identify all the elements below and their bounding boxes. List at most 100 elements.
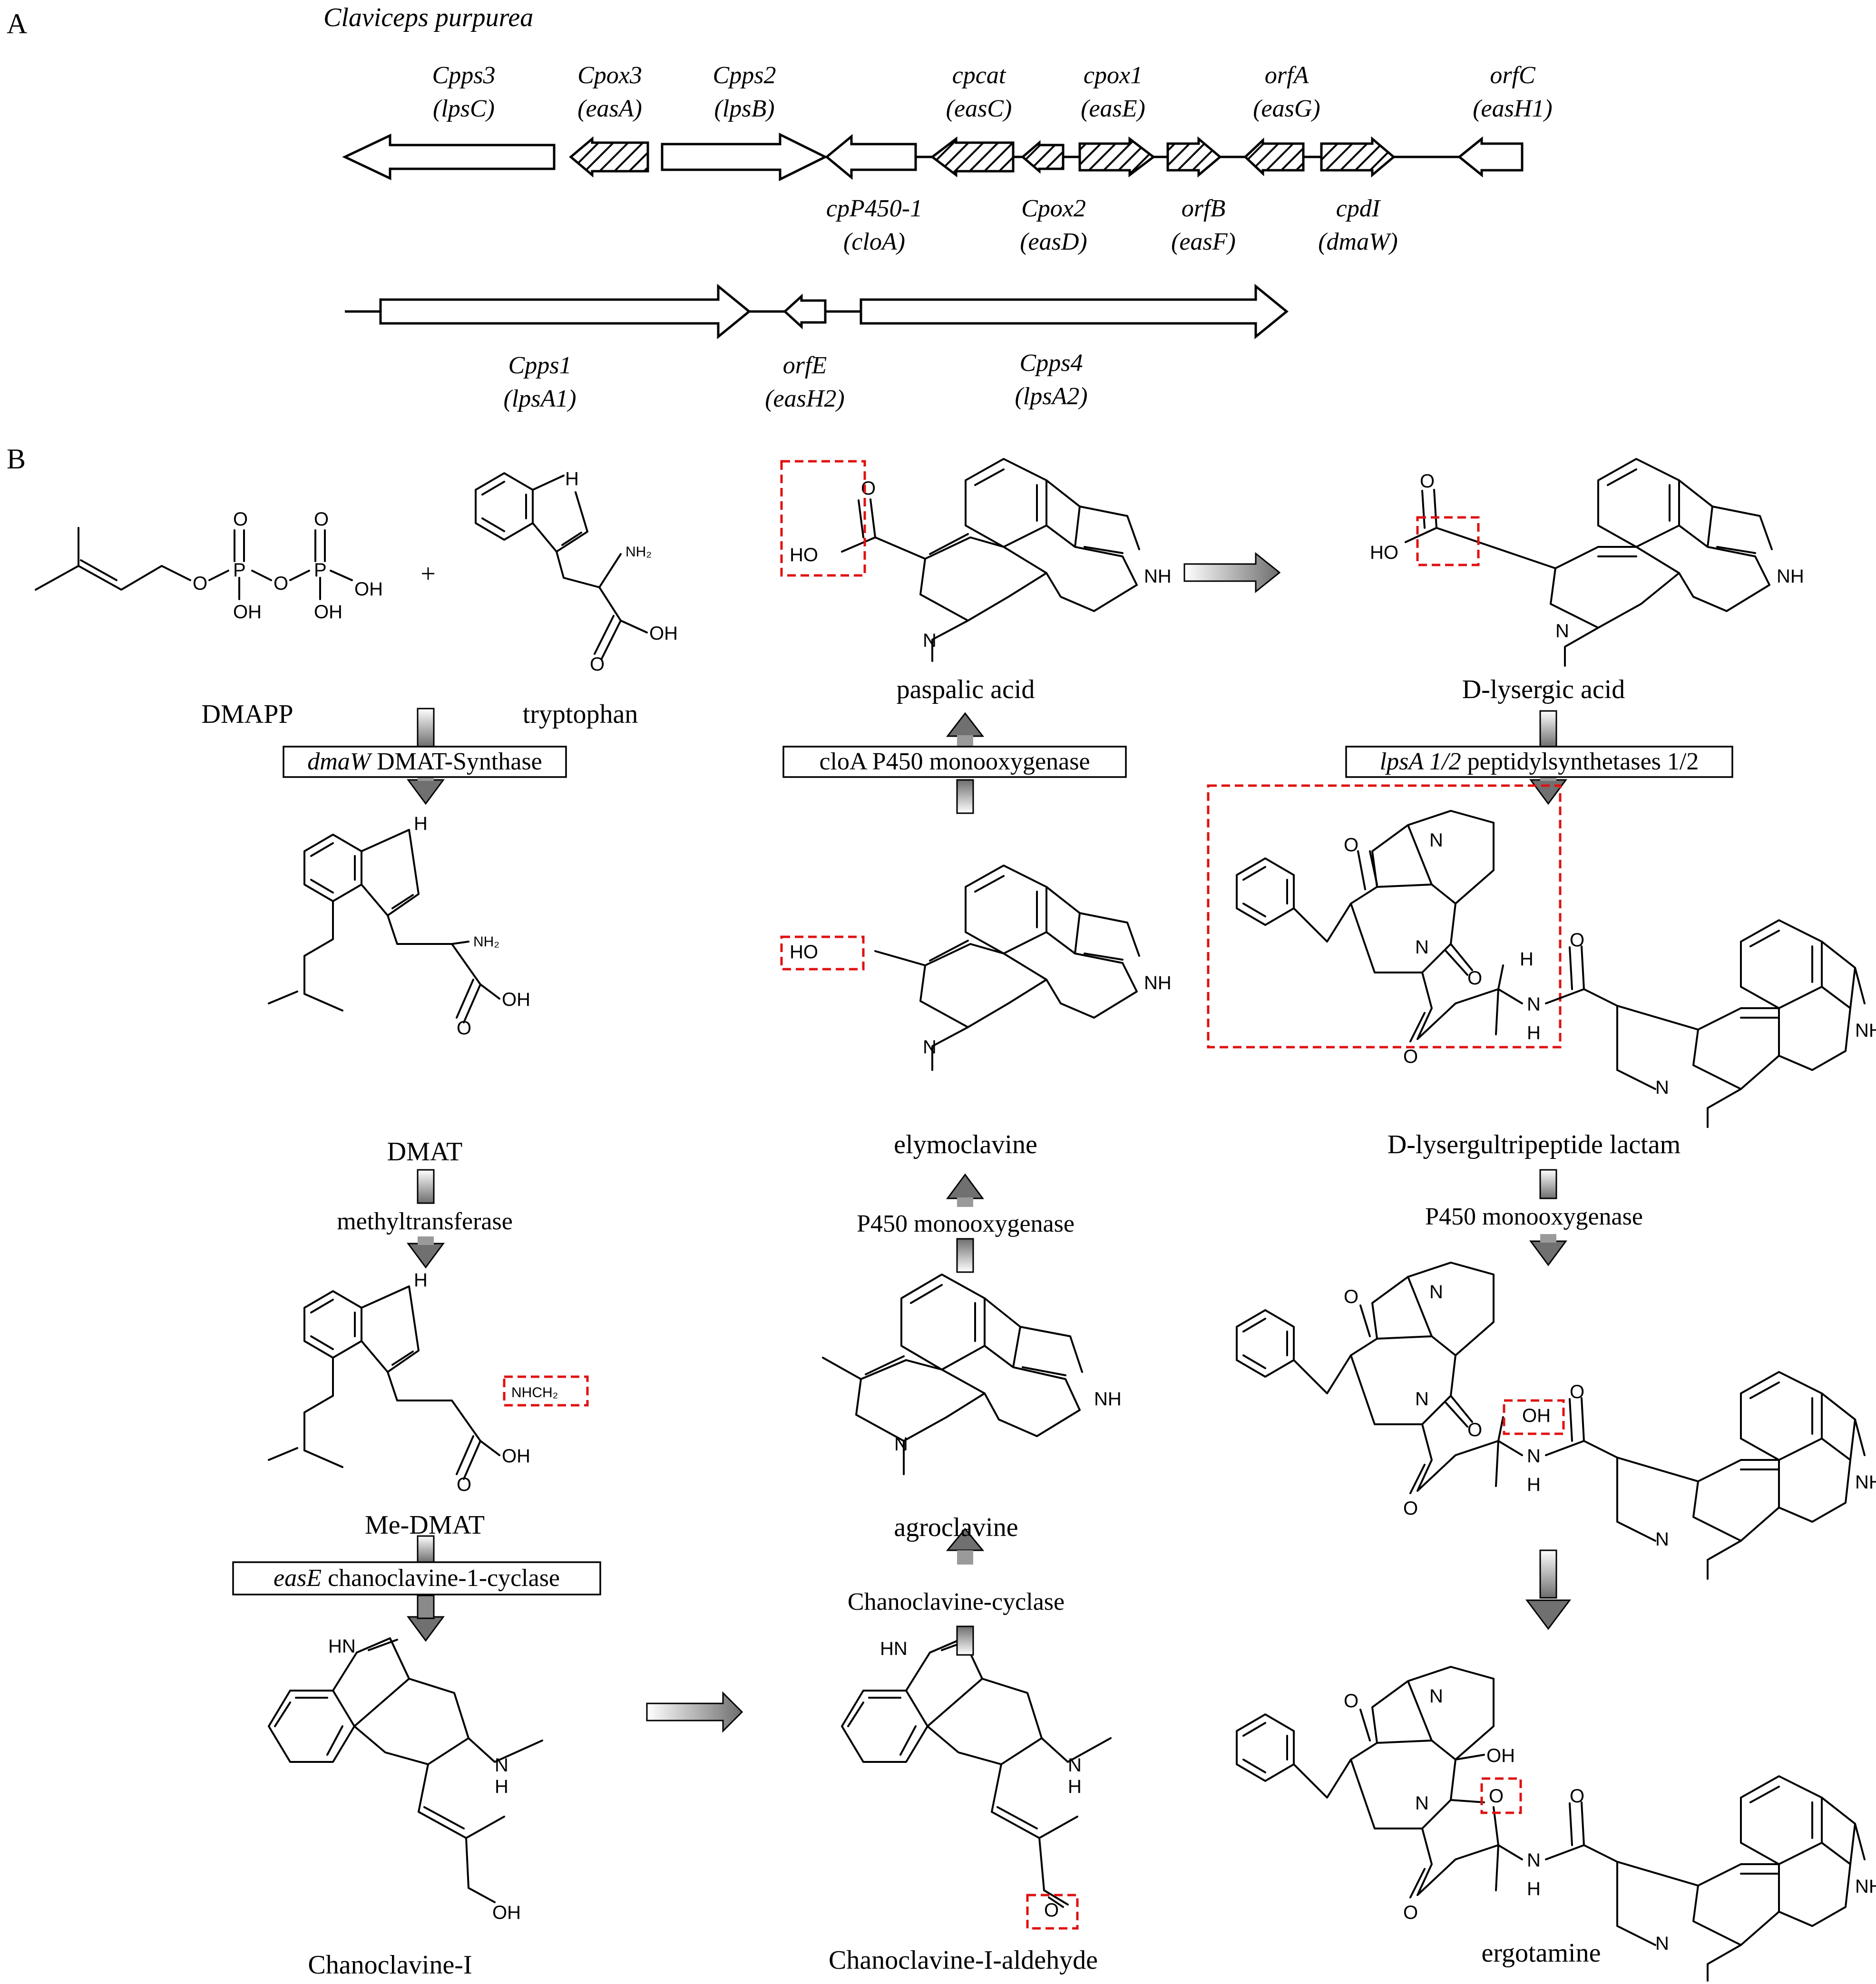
tri-h1: H bbox=[1520, 949, 1534, 970]
gene-cpox2-alias: (easD) bbox=[1020, 228, 1087, 255]
label-medmat: Me-DMAT bbox=[365, 1510, 485, 1540]
ergotamine-structure: O N OH N O O N H NH O N bbox=[1236, 1666, 1876, 1982]
paspalic-acid-structure: NH N O HO bbox=[780, 458, 1172, 662]
highlight-medmat-nme bbox=[503, 1375, 589, 1407]
panel-a-label: A bbox=[7, 8, 27, 39]
lysergic-n: N bbox=[1555, 621, 1569, 642]
agroclavine-structure: NH N bbox=[822, 1274, 1122, 1475]
medmat-structure: H NHCH₂ O OH bbox=[268, 1270, 589, 1495]
highlight-elymoclavine-oh bbox=[780, 935, 865, 971]
enzyme-box-cloa bbox=[782, 746, 1127, 778]
tri-n2: N bbox=[1415, 937, 1429, 958]
gene-cpox3-alias: (easA) bbox=[577, 95, 642, 122]
erg-nh: NH bbox=[1855, 1876, 1876, 1897]
elymoclavine-nh: NH bbox=[1144, 973, 1172, 993]
erg-n1: N bbox=[1429, 1686, 1443, 1707]
plus-sign: + bbox=[420, 559, 436, 589]
dmapp-o2: O bbox=[233, 509, 248, 530]
gene-cpox2-name: Cpox2 bbox=[1021, 195, 1086, 222]
dmapp-oh1: OH bbox=[233, 602, 262, 622]
tri-nh: NH bbox=[1855, 1020, 1876, 1041]
label-tripeptide-lactam: D-lysergultripeptide lactam bbox=[1387, 1130, 1681, 1159]
highlight-aldehyde-o bbox=[1026, 1894, 1079, 1930]
enzyme-methyltransferase: methyltransferase bbox=[337, 1208, 513, 1235]
highlight-intermediate-oh bbox=[1503, 1399, 1565, 1435]
gene-orfc-alias: (easH1) bbox=[1473, 95, 1553, 122]
dmat-nh: H bbox=[414, 813, 428, 834]
gene-orfa-arrow bbox=[1243, 137, 1305, 176]
label-paspalic-acid: paspalic acid bbox=[897, 675, 1035, 704]
arrow-tripeptide-to-intermediate bbox=[1529, 1169, 1567, 1266]
gene-cpps2-alias: (lpsB) bbox=[714, 95, 774, 122]
int-o3: O bbox=[1403, 1498, 1418, 1519]
gene-orfb-name: orfB bbox=[1182, 195, 1225, 222]
agroclavine-nh: NH bbox=[1094, 1389, 1122, 1410]
dmapp-o3: O bbox=[274, 573, 288, 594]
tri-n4: N bbox=[1655, 1077, 1669, 1098]
int-h: H bbox=[1527, 1474, 1541, 1495]
dmapp-oh3: OH bbox=[314, 602, 342, 622]
gene-orfa-name: orfA bbox=[1265, 62, 1309, 89]
agroclavine-n: N bbox=[894, 1434, 908, 1455]
label-elymoclavine: elymoclavine bbox=[894, 1130, 1037, 1159]
elymoclavine-structure: NH N HO bbox=[780, 865, 1172, 1071]
label-lysergic-acid: D-lysergic acid bbox=[1462, 675, 1625, 704]
elymoclavine-n: N bbox=[923, 1037, 937, 1058]
chanoclavine-aldehyde-structure: HN N H O bbox=[841, 1637, 1112, 1930]
dmat-oh: OH bbox=[502, 989, 530, 1010]
gene-orfe-name: orfE bbox=[783, 352, 827, 379]
aldehyde-n: N bbox=[1068, 1755, 1082, 1776]
arrow-agroclavine-to-elymoclavine bbox=[946, 1173, 984, 1273]
chanoclavine-n: N bbox=[495, 1755, 508, 1776]
lysergic-ho: HO bbox=[1370, 542, 1398, 563]
label-chanoclavine-aldehyde: Chanoclavine-I-aldehyde bbox=[829, 1945, 1098, 1975]
int-n1: N bbox=[1429, 1282, 1443, 1303]
gene-orfa-alias: (easG) bbox=[1253, 95, 1320, 122]
gene-cpps4-alias: (lpsA2) bbox=[1015, 383, 1087, 410]
aldehyde-h: H bbox=[1068, 1776, 1082, 1797]
gene-orfe-arrow bbox=[783, 293, 827, 330]
enzyme-p450-a: P450 monooxygenase bbox=[857, 1210, 1075, 1237]
enzyme-lpsa: lpsA 1/2 peptidylsynthetases 1/2 bbox=[1380, 748, 1699, 775]
gene-cpps4-name: Cpps4 bbox=[1020, 350, 1083, 377]
gene-cpox2-arrow bbox=[1021, 140, 1065, 174]
medmat-o: O bbox=[457, 1474, 471, 1495]
arrow-aldehyde-to-agroclavine bbox=[946, 1527, 985, 1656]
medmat-oh: OH bbox=[502, 1446, 530, 1467]
highlight-tripeptide bbox=[1207, 784, 1562, 1049]
dmat-structure: H NH₂ O OH bbox=[268, 813, 530, 1039]
tri-o4: O bbox=[1570, 930, 1584, 951]
gene-cpps2-name: Cpps2 bbox=[713, 62, 776, 89]
trp-oh: OH bbox=[649, 623, 678, 644]
trp-o: O bbox=[590, 654, 605, 675]
arrow-intermediate-to-ergotamine bbox=[1525, 1549, 1571, 1630]
chanoclavine-oh: OH bbox=[492, 1902, 521, 1923]
arrow-medmat-to-chanoclavine bbox=[407, 1535, 445, 1642]
tryptophan-structure: H NH₂ O OH bbox=[475, 468, 678, 675]
arrow-paspalic-to-lysergic bbox=[1183, 552, 1281, 593]
medmat-nhch2: NHCH₂ bbox=[511, 1385, 558, 1400]
tri-o1: O bbox=[1344, 835, 1358, 856]
erg-o1: O bbox=[1344, 1691, 1358, 1712]
gene-cpox3-arrow bbox=[569, 136, 649, 178]
trp-nh2: NH₂ bbox=[625, 544, 652, 560]
enzyme-cloa: cloA P450 monooxygenase bbox=[819, 748, 1090, 775]
lysergic-acid-structure: NH N O HO bbox=[1370, 458, 1804, 667]
gene-cpps1-arrow bbox=[379, 283, 751, 340]
enzyme-ease: easE chanoclavine-1-cyclase bbox=[274, 1565, 560, 1592]
tripeptide-lactam-structure: O N O N O H N H NH O N bbox=[1207, 784, 1876, 1128]
gene-cpps3-alias: (lpsC) bbox=[433, 95, 495, 122]
tri-o3: O bbox=[1403, 1046, 1418, 1067]
dmapp-p1: P bbox=[233, 560, 246, 581]
gene-orfe-alias: (easH2) bbox=[765, 385, 845, 412]
gene-cpcat-alias: (easC) bbox=[946, 95, 1012, 122]
dmapp-o1: O bbox=[193, 573, 207, 594]
enzyme-dmaw: dmaW DMAT-Synthase bbox=[307, 748, 542, 775]
int-n4: N bbox=[1655, 1529, 1669, 1550]
lysergic-nh: NH bbox=[1777, 566, 1804, 587]
enzyme-box-dmaw bbox=[283, 746, 567, 778]
enzyme-box-ease bbox=[232, 1561, 601, 1595]
trp-nh: H bbox=[565, 468, 579, 489]
paspalic-ho: HO bbox=[790, 545, 818, 565]
